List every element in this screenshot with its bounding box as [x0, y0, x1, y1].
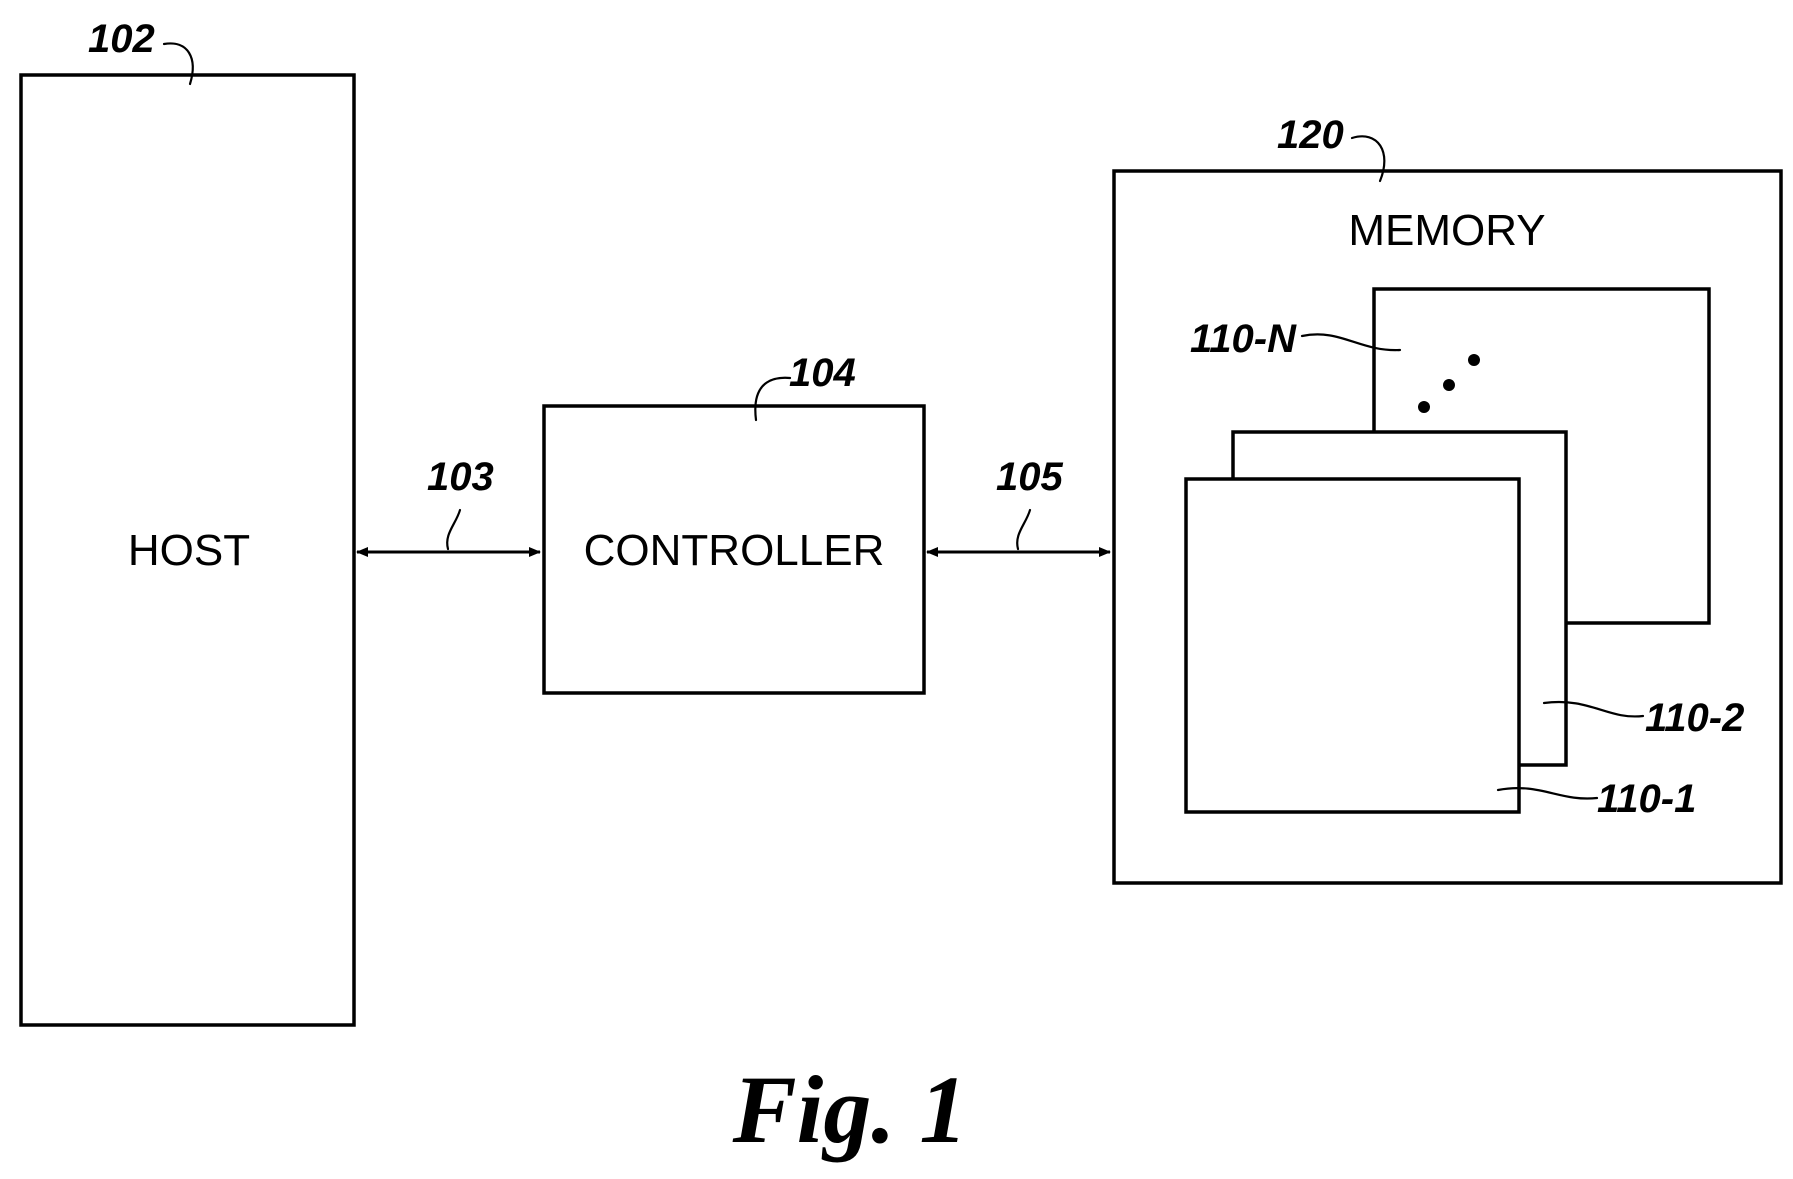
- link-105-leader: [1017, 510, 1030, 549]
- link-host-controller: 103: [357, 455, 540, 552]
- ellipsis-dot: [1468, 354, 1480, 366]
- memory-device-1: [1186, 479, 1519, 812]
- host-label: HOST: [128, 526, 250, 575]
- controller-ref: 104: [789, 351, 856, 395]
- figure-caption: Fig. 1: [732, 1056, 968, 1163]
- device-n-ref: 110-N: [1190, 317, 1297, 361]
- link-103-ref: 103: [427, 455, 494, 499]
- ellipsis-dot: [1418, 401, 1430, 413]
- memory-ref: 120: [1277, 113, 1344, 157]
- controller-label: CONTROLLER: [584, 526, 885, 575]
- ellipsis-dot: [1443, 379, 1455, 391]
- device-2-ref: 110-2: [1645, 696, 1744, 740]
- memory-block: MEMORY 120 110-N 110-2 110-1: [1114, 113, 1781, 883]
- link-controller-memory: 105: [927, 455, 1110, 552]
- memory-label: MEMORY: [1348, 206, 1545, 255]
- link-103-leader: [447, 510, 460, 549]
- controller-block: CONTROLLER 104: [544, 351, 924, 693]
- host-block: HOST 102: [21, 17, 354, 1025]
- link-105-ref: 105: [996, 455, 1063, 499]
- host-ref: 102: [88, 17, 155, 61]
- device-1-ref: 110-1: [1597, 777, 1696, 821]
